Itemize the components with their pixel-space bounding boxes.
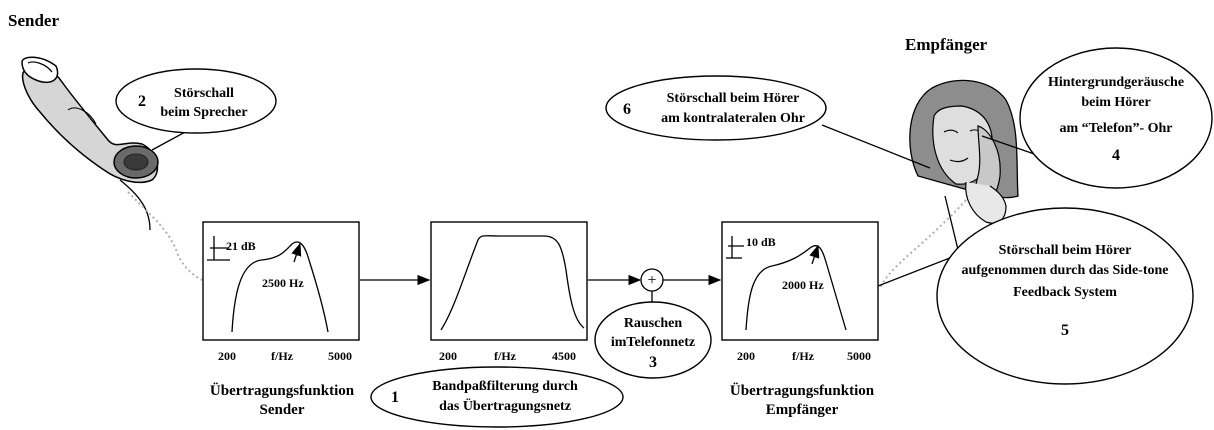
sender-title: Sender	[8, 11, 59, 30]
svg-text:Hintergrundgeräusche: Hintergrundgeräusche	[1048, 75, 1184, 90]
pointer-b5-box	[877, 253, 961, 287]
svg-text:beim Sprecher: beim Sprecher	[160, 105, 247, 120]
bubble-1: 1 Bandpaßfilterung durch das Übertragung…	[370, 366, 624, 428]
svg-text:imTelefonnetz: imTelefonnetz	[611, 335, 695, 350]
network-axis-max: 4500	[552, 349, 576, 363]
svg-text:am “Telefon”- Ohr: am “Telefon”- Ohr	[1059, 121, 1172, 136]
sender-peak-label: 2500 Hz	[262, 276, 304, 290]
receiver-axis-unit: f/Hz	[792, 349, 815, 363]
svg-text:Störschall beim Hörer: Störschall beim Hörer	[667, 91, 800, 106]
svg-text:1: 1	[391, 389, 399, 406]
bubble-2: 2 Störschall beim Sprecher	[115, 68, 277, 134]
sender-transfer-box	[202, 221, 360, 341]
summing-plus-icon: +	[647, 272, 656, 289]
svg-text:4: 4	[1112, 147, 1120, 164]
bubble-6: 6 Störschall beim Hörer am kontralateral…	[605, 75, 827, 141]
receiver-title: Empfänger	[905, 35, 988, 54]
handset-cord	[127, 191, 203, 281]
receiver-gain-label: 10 dB	[746, 235, 776, 249]
sender-gain-label: 21 dB	[226, 239, 256, 253]
receiver-axis-min: 200	[737, 349, 755, 363]
bubble-5: Störschall beim Hörer aufgenommen durch …	[936, 207, 1194, 385]
svg-text:2: 2	[138, 93, 146, 110]
bubble-4: Hintergrundgeräusche beim Hörer am “Tele…	[1019, 47, 1213, 189]
svg-text:Feedback System: Feedback System	[1013, 285, 1117, 300]
svg-text:3: 3	[649, 354, 657, 371]
svg-text:5: 5	[1061, 322, 1069, 339]
listener-cord	[879, 199, 967, 289]
sender-axis-unit: f/Hz	[271, 349, 294, 363]
svg-text:aufgenommen durch das Side-ton: aufgenommen durch das Side-tone	[961, 263, 1168, 278]
handset-icon	[21, 56, 159, 231]
caption-sender-line1: Übertragungsfunktion	[210, 382, 355, 399]
network-axis-unit: f/Hz	[494, 349, 517, 363]
svg-text:Rauschen: Rauschen	[624, 316, 683, 331]
svg-text:6: 6	[623, 101, 631, 118]
svg-text:am kontralateralen Ohr: am kontralateralen Ohr	[661, 111, 805, 126]
pointer-b4	[981, 135, 1041, 157]
svg-text:das Übertragungsnetz: das Übertragungsnetz	[439, 397, 571, 414]
svg-text:Störschall beim Hörer: Störschall beim Hörer	[999, 243, 1132, 258]
network-transfer-box	[430, 221, 588, 341]
receiver-peak-label: 2000 Hz	[782, 278, 824, 292]
listener-icon	[909, 79, 1019, 224]
caption-sender-line2: Sender	[260, 402, 305, 418]
svg-text:Störschall: Störschall	[174, 86, 234, 101]
network-axis-min: 200	[439, 349, 457, 363]
sender-axis-min: 200	[218, 349, 236, 363]
bubble-3: Rauschen imTelefonnetz 3	[594, 301, 712, 379]
sender-axis-max: 5000	[328, 349, 352, 363]
receiver-axis-max: 5000	[847, 349, 871, 363]
svg-text:Bandpaßfilterung durch: Bandpaßfilterung durch	[432, 379, 578, 394]
receiver-transfer-box	[721, 221, 879, 341]
pointer-b6	[821, 124, 931, 169]
caption-receiver-line2: Empfänger	[766, 402, 839, 418]
caption-receiver-line1: Übertragungsfunktion	[730, 382, 875, 399]
svg-text:beim Hörer: beim Hörer	[1081, 95, 1150, 110]
